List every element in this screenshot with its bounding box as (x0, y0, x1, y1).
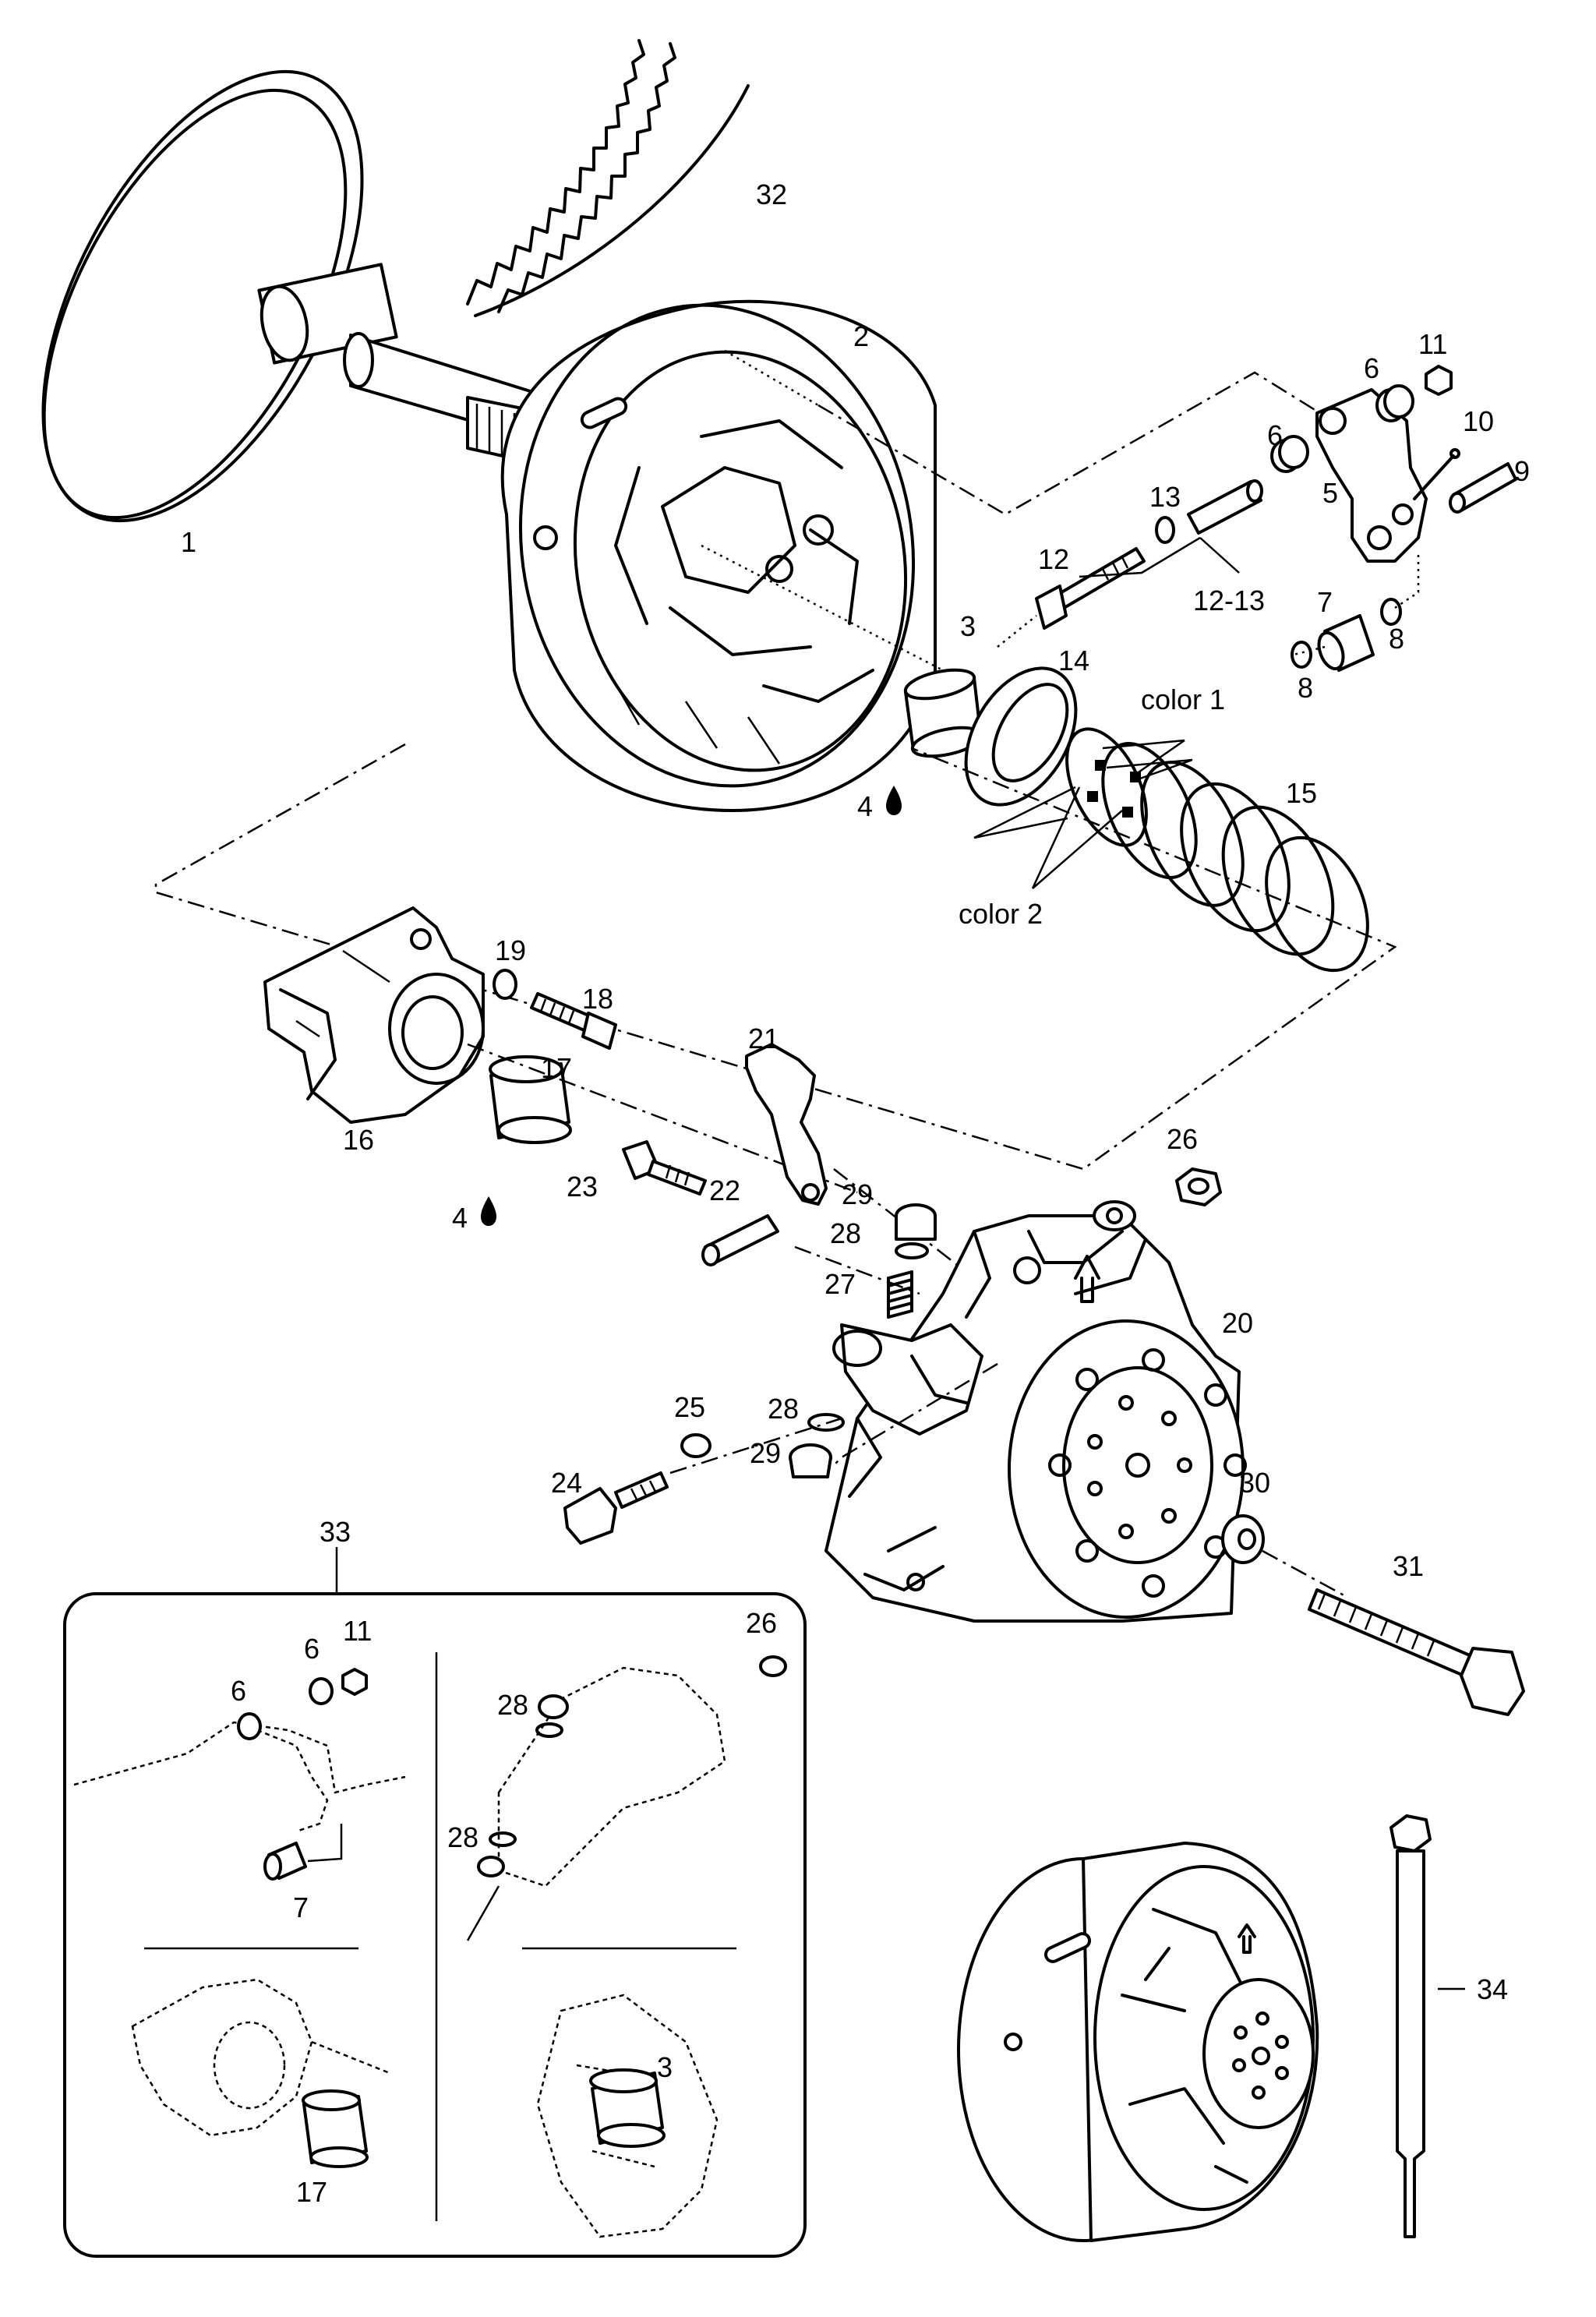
callout-25: 25 (674, 1391, 705, 1423)
callout-10: 10 (1463, 405, 1494, 437)
callout-5: 5 (1322, 477, 1338, 509)
cap-29-lower (789, 1443, 832, 1478)
callout-26: 26 (1167, 1123, 1198, 1155)
callout-33: 33 (320, 1516, 351, 1548)
spider-20 (824, 1200, 1247, 1623)
roller-6-upper (1375, 384, 1414, 422)
callout-4: 4 (452, 1202, 468, 1234)
assembled-clutch (957, 1842, 1319, 2242)
callout-8: 8 (1389, 623, 1404, 655)
callout-24: 24 (551, 1467, 582, 1499)
callout-28: 28 (768, 1393, 799, 1425)
callout-17: 17 (541, 1052, 572, 1084)
washer-25 (680, 1433, 711, 1458)
callout-8: 8 (1298, 672, 1313, 704)
drive-belt (466, 39, 750, 317)
bushing-17 (489, 1055, 572, 1144)
bolt-31 (1308, 1588, 1525, 1716)
callout-1: 1 (181, 526, 196, 558)
cotter-pin-10 (1413, 454, 1455, 500)
inset-callout-7: 7 (293, 1891, 309, 1923)
callout-32: 32 (756, 178, 787, 210)
pin-22 (701, 1214, 779, 1266)
callout-22: 22 (709, 1174, 740, 1206)
fixed-sheave (41, 69, 553, 523)
callout-20: 20 (1222, 1307, 1253, 1339)
label-color-1: color 1 (1141, 683, 1225, 715)
callout-9: 9 (1514, 455, 1530, 487)
movable-sheave (500, 299, 937, 812)
callout-12: 12 (1038, 543, 1069, 575)
spring (1065, 727, 1369, 973)
nut-26 (1175, 1167, 1222, 1206)
callout-6: 6 (1364, 352, 1379, 384)
callout-16: 16 (343, 1124, 374, 1156)
inset-callout-28: 28 (447, 1821, 478, 1853)
callout-34: 34 (1477, 1973, 1508, 2005)
bolt-18 (530, 992, 617, 1050)
spring-27 (887, 1270, 913, 1319)
washer-13 (1155, 516, 1175, 544)
washer-8-right (1380, 598, 1402, 626)
callout-7: 7 (1317, 586, 1333, 618)
washer-8-left (1291, 641, 1312, 669)
callout-21: 21 (748, 1023, 779, 1054)
callout-27: 27 (824, 1268, 856, 1300)
inset-callout-17: 17 (296, 2176, 327, 2208)
callout-12-13: 12-13 (1193, 585, 1265, 616)
cap-29-upper (895, 1203, 937, 1241)
inset-callout-6: 6 (304, 1633, 320, 1665)
callout-15: 15 (1286, 777, 1317, 809)
arm-21 (745, 1043, 828, 1206)
pin-9 (1449, 462, 1517, 514)
oil-drop-icon (886, 786, 902, 815)
o-ring-28-upper (895, 1242, 929, 1259)
lever-5 (1315, 388, 1428, 563)
inset-callout-6: 6 (231, 1675, 246, 1707)
washer-19 (493, 969, 517, 1000)
callout-2: 2 (853, 320, 869, 352)
callout-4: 4 (857, 790, 873, 822)
inset-callout-3: 3 (657, 2051, 673, 2083)
callout-6: 6 (1267, 419, 1283, 451)
arrow-up-icon (1074, 1255, 1100, 1303)
label-color-2: color 2 (959, 898, 1043, 930)
callout-19: 19 (495, 934, 526, 966)
roller-6-lower (1270, 435, 1309, 473)
puller-bolt-34 (1389, 1814, 1465, 2238)
callout-3: 3 (960, 610, 976, 642)
bolt-24 (563, 1471, 669, 1545)
washer-14 (964, 666, 1078, 807)
o-ring-28-lower (807, 1413, 845, 1432)
nut-11 (1425, 365, 1453, 396)
callout-23: 23 (567, 1171, 598, 1203)
kit-inset-33 (63, 1547, 807, 2258)
callout-29: 29 (842, 1178, 873, 1210)
oil-drop-icon (481, 1196, 496, 1226)
inset-callout-11: 11 (343, 1615, 372, 1647)
callout-14: 14 (1058, 645, 1089, 676)
cam-16 (263, 906, 485, 1124)
callout-28: 28 (830, 1217, 861, 1249)
callout-13: 13 (1149, 481, 1181, 513)
sleeve-12-13 (1187, 479, 1263, 535)
callout-11: 11 (1418, 328, 1447, 360)
callout-18: 18 (582, 983, 613, 1015)
inset-callout-26: 26 (746, 1607, 777, 1639)
bolt-23 (622, 1140, 707, 1196)
callout-29: 29 (750, 1437, 781, 1469)
callout-30: 30 (1239, 1467, 1270, 1499)
roller-7 (1317, 614, 1375, 672)
callout-31: 31 (1393, 1550, 1424, 1582)
bushing-3 (903, 668, 983, 758)
washer-30 (1221, 1514, 1265, 1564)
inset-callout-28: 28 (497, 1689, 528, 1721)
